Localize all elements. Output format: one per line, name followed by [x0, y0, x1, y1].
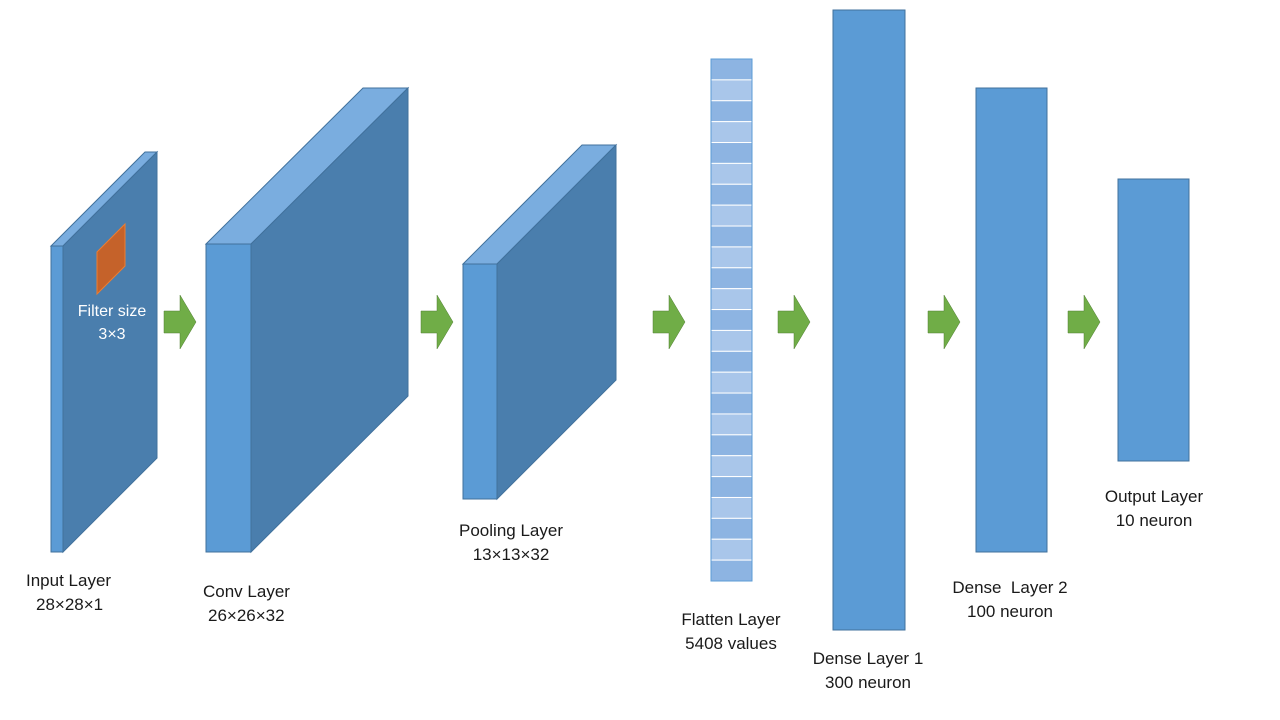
flatten-cell [710, 58, 753, 81]
flatten-cell [710, 517, 753, 540]
output-layer-block [1117, 178, 1190, 462]
flatten-cell [710, 496, 753, 519]
flatten-cell [710, 392, 753, 415]
right-arrow-icon [927, 294, 961, 350]
input-layer-label: Input Layer 28×28×1 [26, 569, 111, 617]
dense-layer-1-name: Dense Layer 1 [812, 649, 924, 668]
flatten-border [710, 58, 753, 582]
filter-kernel-icon [96, 222, 126, 296]
flatten-cell [710, 350, 753, 373]
dense-layer-1-label: Dense Layer 1 300 neuron [798, 647, 938, 695]
input-layer-dims: 28×28×1 [36, 595, 104, 614]
filter-size-value: 3×3 [98, 326, 126, 343]
flatten-cell [710, 413, 753, 436]
input-layer-block [49, 150, 159, 554]
right-arrow-icon [777, 294, 811, 350]
dense-layer-2-label: Dense Layer 2 100 neuron [940, 576, 1080, 624]
pooling-layer-label: Pooling Layer 13×13×32 [441, 519, 581, 567]
flatten-cell [710, 246, 753, 269]
flatten-cell [710, 183, 753, 206]
right-arrow-icon [1067, 294, 1101, 350]
conv-layer-block [204, 86, 410, 554]
flatten-cell [710, 371, 753, 394]
dense-layer-1-block [832, 9, 906, 631]
conv-layer-name: Conv Layer [203, 582, 290, 601]
flatten-cell [710, 121, 753, 144]
flatten-cell [710, 434, 753, 457]
flatten-cell [710, 100, 753, 123]
conv-layer-dims: 26×26×32 [208, 606, 285, 625]
dense-layer-2-units: 100 neuron [966, 602, 1054, 621]
flatten-cell [710, 288, 753, 311]
flatten-cell [710, 225, 753, 248]
dense-layer-2-block [975, 87, 1048, 553]
right-arrow-icon [420, 294, 454, 350]
flatten-cell [710, 476, 753, 498]
flatten-layer-name: Flatten Layer [681, 610, 781, 629]
flatten-cell [710, 559, 753, 582]
flatten-layer-block [710, 58, 753, 582]
dense-layer-1-units: 300 neuron [824, 673, 912, 692]
flatten-cell [710, 538, 753, 561]
filter-size-title: Filter size [77, 303, 147, 320]
pooling-layer-dims: 13×13×32 [472, 545, 550, 564]
flatten-cell [710, 267, 753, 290]
flatten-cell [710, 142, 753, 164]
output-layer-label: Output Layer 10 neuron [1084, 485, 1224, 533]
dense-layer-2-name: Dense Layer 2 [952, 578, 1068, 597]
flatten-cell [710, 309, 753, 331]
right-arrow-icon [652, 294, 686, 350]
pooling-layer-name: Pooling Layer [459, 521, 563, 540]
output-layer-units: 10 neuron [1115, 511, 1193, 530]
flatten-cell [710, 79, 753, 102]
pooling-layer-block [461, 143, 618, 501]
flatten-cell [710, 204, 753, 227]
flatten-layer-values: 5408 values [685, 634, 777, 653]
flatten-cell [710, 329, 753, 352]
flatten-cell [710, 162, 753, 185]
right-arrow-icon [163, 294, 197, 350]
flatten-cell [710, 455, 753, 478]
conv-layer-label: Conv Layer 26×26×32 [203, 580, 290, 628]
input-layer-name: Input Layer [26, 571, 112, 590]
flatten-layer-label: Flatten Layer 5408 values [661, 608, 801, 656]
filter-size-label: Filter size 3×3 [62, 300, 162, 346]
output-layer-name: Output Layer [1104, 487, 1204, 506]
